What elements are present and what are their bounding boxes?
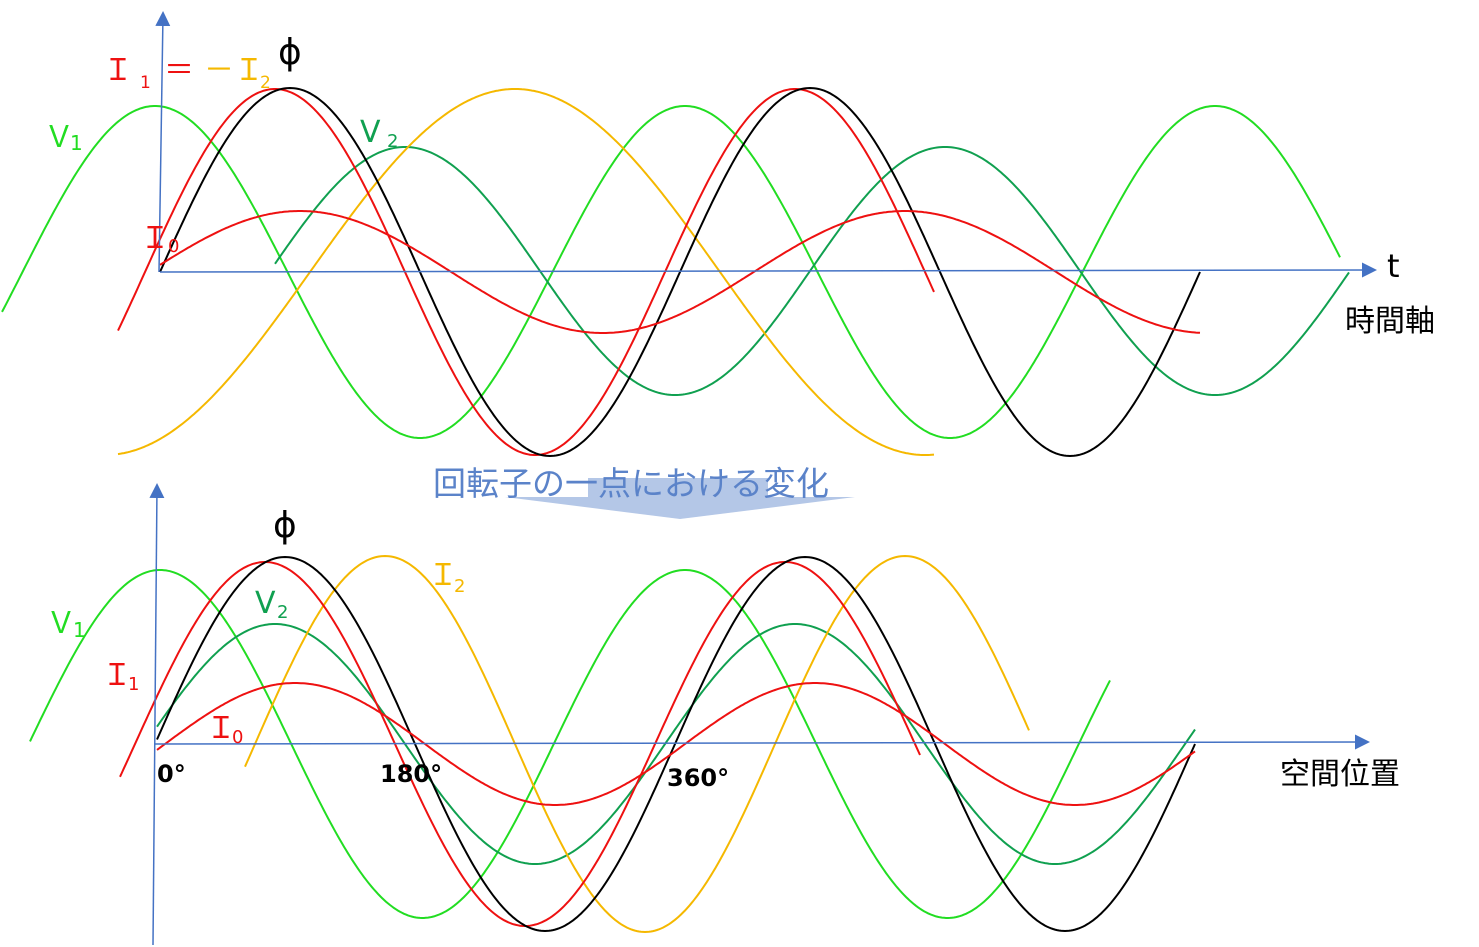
top-v1-curve (1, 105, 1341, 439)
transition-text: 回転子の一点における変化 (433, 464, 829, 503)
top-v2-curve (274, 146, 1350, 396)
top-label-v1: Ｖ (44, 120, 74, 155)
bottom-phi-curve (156, 555, 1196, 933)
bottom-label-i0-sub: 0 (232, 727, 243, 748)
top-i2-curve (117, 88, 935, 456)
bottom-label-v1-sub: 1 (73, 618, 86, 642)
top-phi-curve (159, 86, 1201, 458)
bottom-labels: ϕ Ｖ 1 V 2 Ｉ 1 Ｉ 0 Ｉ 2 0° 180° 360° 空間位置 (46, 505, 1400, 792)
bottom-label-v2: V (255, 586, 276, 621)
top-axes (155, 11, 1377, 278)
top-label-v2-sub: 2 (387, 131, 398, 152)
bottom-i2-curve (244, 554, 1030, 934)
bottom-label-i2-sub: 2 (454, 576, 465, 597)
bottom-label-i0: Ｉ (206, 711, 236, 746)
bottom-label-v1: Ｖ (46, 606, 76, 641)
bottom-i0-curve (156, 682, 1196, 806)
bottom-label-i1-sub: 1 (128, 674, 139, 695)
top-label-minus-i2: －Ｉ (204, 53, 264, 88)
top-axis-t: t (1387, 247, 1400, 285)
bottom-panel-curves (29, 554, 1196, 934)
top-label-v2: V (360, 115, 381, 150)
top-label-i0-sub: 0 (168, 236, 179, 257)
bottom-label-i2: Ｉ (428, 558, 458, 593)
top-label-i1: Ｉ (103, 53, 133, 88)
top-panel-curves (1, 86, 1350, 458)
top-label-i0: Ｉ (140, 221, 170, 256)
tick-0: 0° (157, 760, 186, 788)
bottom-v2-curve (156, 623, 1196, 865)
top-axis-name: 時間軸 (1345, 304, 1435, 339)
top-labels: Ｉ 1 ＝ －Ｉ 2 ϕ Ｖ 1 V 2 Ｉ 0 t 時間軸 (44, 32, 1435, 339)
top-label-phi: ϕ (278, 32, 302, 73)
top-i0-curve (159, 210, 1201, 334)
top-label-v1-sub: 1 (70, 131, 83, 155)
top-label-eq: ＝ (164, 53, 194, 88)
transition-arrow (505, 478, 855, 519)
bottom-vertical-axis (149, 483, 165, 946)
bottom-axes (149, 483, 1370, 946)
bottom-label-v2-sub: 2 (277, 602, 288, 623)
bottom-space-axis (154, 734, 1370, 750)
top-label-i2-sub: 2 (260, 73, 271, 93)
bottom-label-phi: ϕ (273, 505, 297, 546)
top-label-i1-sub: 1 (140, 73, 151, 93)
tick-360: 360° (667, 764, 729, 792)
bottom-label-i1: Ｉ (102, 658, 132, 693)
bottom-axis-name: 空間位置 (1280, 757, 1400, 792)
top-vertical-axis (155, 11, 171, 273)
tick-180: 180° (380, 760, 442, 788)
top-time-axis (159, 262, 1377, 278)
